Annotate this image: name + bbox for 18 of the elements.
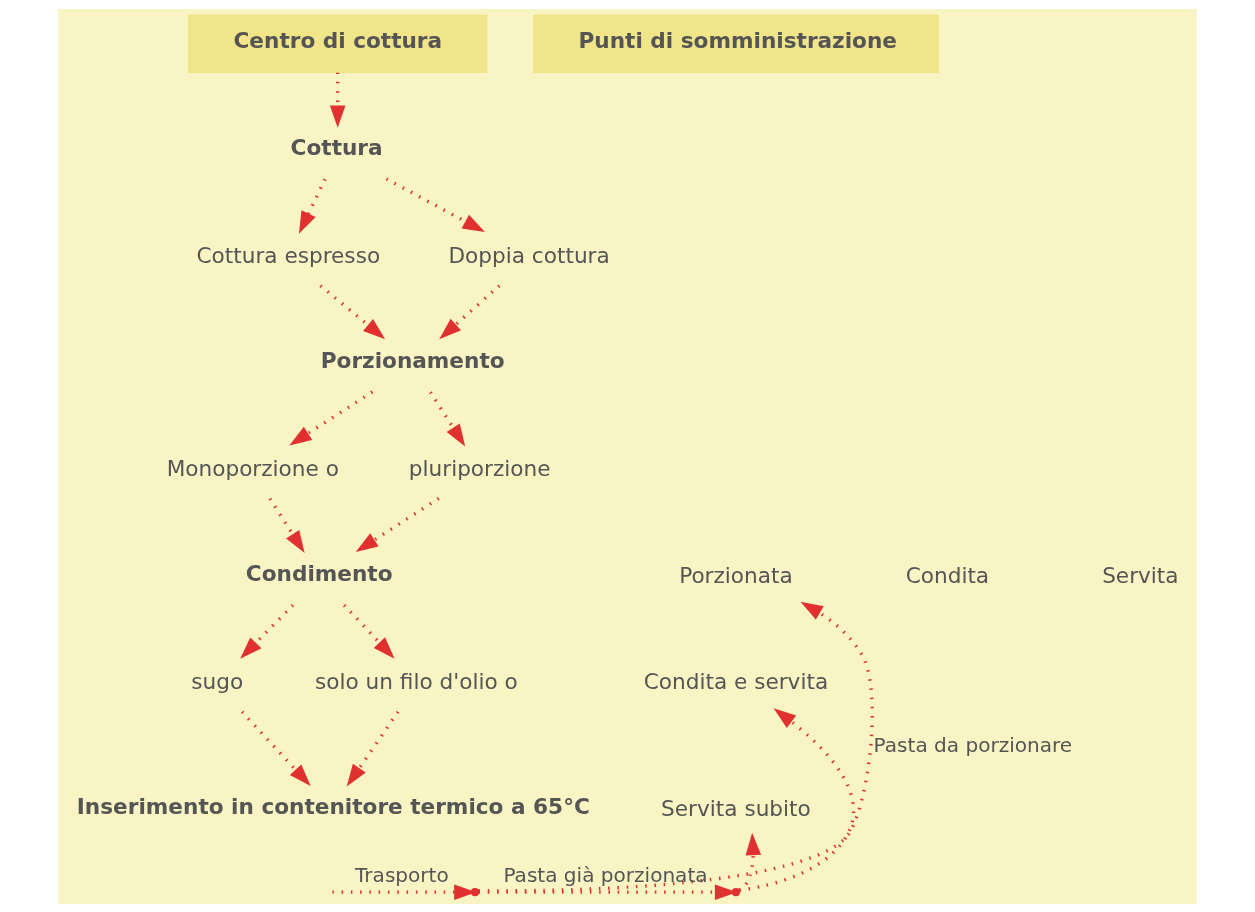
- edge-label: Trasporto: [355, 862, 449, 887]
- node-text: Monoporzione o: [166, 455, 339, 481]
- node-text: Cottura espresso: [196, 242, 381, 268]
- node-text: Condimento: [245, 560, 393, 586]
- node-text: pluriporzione: [408, 455, 551, 481]
- node-text: Servita: [1102, 562, 1179, 588]
- edge-label: Pasta da porzionare: [873, 732, 1073, 757]
- edge-label: Pasta già porzionata: [503, 862, 708, 887]
- node-text: Inserimento in contenitore termico a 65°C: [76, 793, 590, 819]
- node-text: Porzionata: [679, 562, 793, 588]
- node-text: Condita e servita: [643, 668, 829, 694]
- node-text: Porzionamento: [320, 347, 505, 373]
- node-text: Cottura: [290, 134, 383, 160]
- node-text: Servita subito: [661, 795, 811, 821]
- node-text: sugo: [191, 668, 244, 694]
- node-text: Condita: [905, 562, 990, 588]
- node-text: Doppia cottura: [448, 242, 610, 268]
- node-text: solo un filo d'olio o: [315, 668, 518, 694]
